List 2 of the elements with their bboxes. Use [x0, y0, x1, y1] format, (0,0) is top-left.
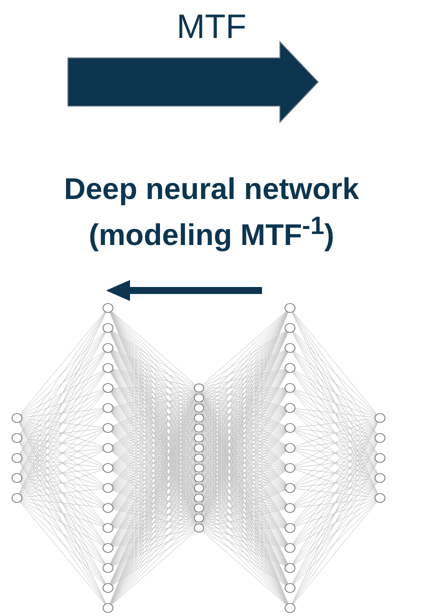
heading-text: Deep neural network (modeling MTF$^{-1}$)	[62, 172, 360, 254]
title-text: MTF	[176, 8, 248, 47]
